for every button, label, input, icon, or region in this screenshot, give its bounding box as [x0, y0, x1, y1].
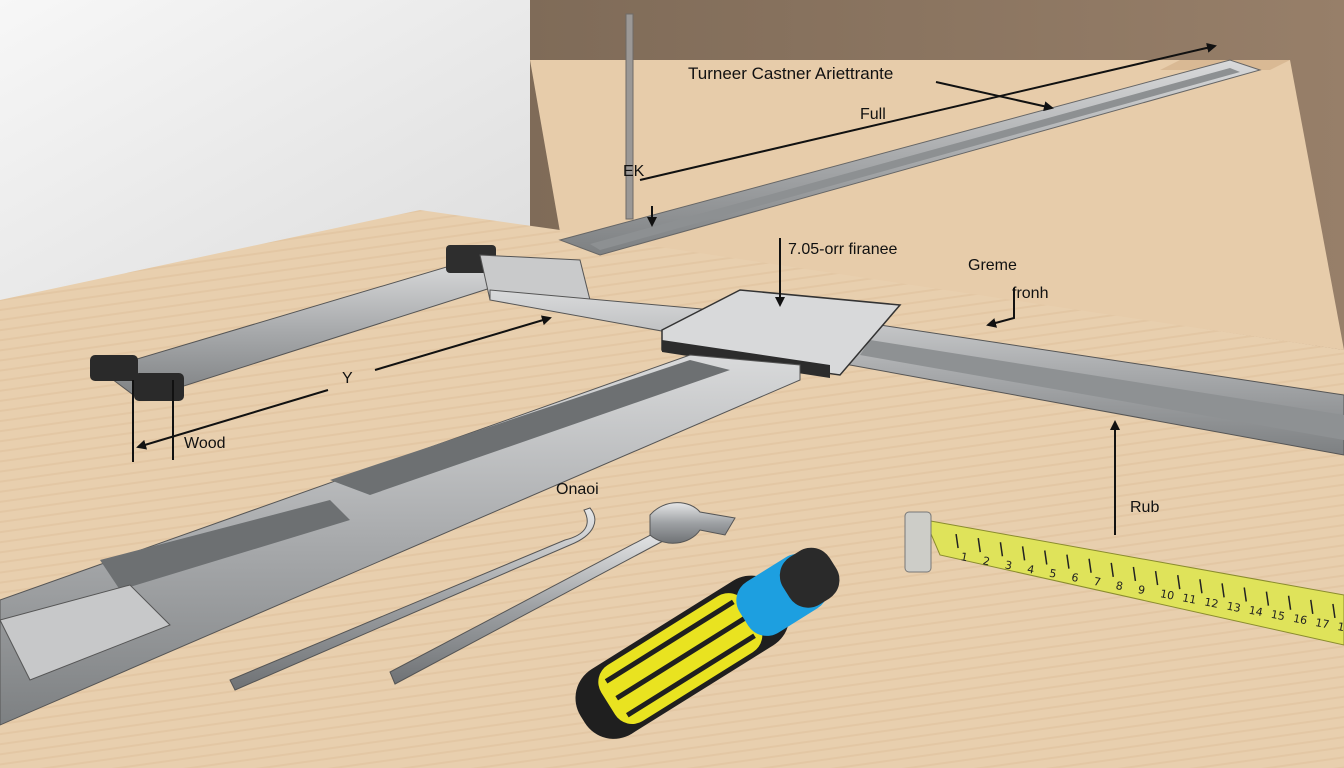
vertical-pole [625, 13, 634, 220]
tape-number: 11 [1181, 591, 1197, 606]
tape-tick [1021, 546, 1026, 561]
diagram-title: Turneer Castner Ariettrante [688, 64, 894, 83]
label-full: Full [860, 106, 886, 123]
tape-number: 9 [1137, 583, 1146, 597]
tape-tick [1265, 591, 1270, 606]
tape-number: 3 [1004, 558, 1013, 572]
tape-number: 6 [1070, 571, 1079, 585]
tape-number: 4 [1026, 563, 1035, 577]
front-rail-channel [330, 360, 730, 495]
wall-floor-edge [530, 60, 1344, 350]
curved-bar-tool [229, 507, 596, 691]
tape-number: 1 [960, 550, 969, 564]
screwdriver [575, 547, 840, 739]
tape-tick [999, 542, 1004, 557]
label-wood: Wood [184, 435, 226, 452]
label-rub: Rub [1130, 499, 1160, 516]
long-rail-groove [590, 68, 1240, 250]
front-rail-bracket [0, 584, 171, 681]
tape-number: 13 [1226, 600, 1242, 615]
tape-tick [1287, 595, 1292, 610]
tape-tick [1066, 554, 1070, 569]
tape-number: 12 [1203, 595, 1219, 610]
tape-tick [1154, 570, 1159, 586]
tape-tick [955, 533, 959, 549]
left-rail-endcap-top [90, 355, 138, 381]
label-dimension: 7.05-orr firanee [788, 241, 898, 258]
front-rail-assembly [0, 354, 801, 726]
wrench-head [649, 502, 736, 544]
label-fronh: fronh [1012, 285, 1049, 302]
label-onaoi: Onaoi [556, 481, 599, 498]
tape-tick [1177, 575, 1181, 590]
tape-number: 5 [1048, 567, 1057, 581]
tape-number: 15 [1270, 608, 1286, 623]
left-rail-endcap-bottom [134, 373, 184, 401]
tape-number: 17 [1314, 616, 1330, 631]
label-y: Y [342, 370, 353, 387]
tape-number: 16 [1292, 612, 1308, 627]
tape-tick [977, 538, 981, 553]
tape-number: 14 [1248, 604, 1264, 619]
tape-tick [1110, 562, 1114, 577]
cross-rail-channel [860, 340, 1344, 440]
tape-number: 18 [1336, 620, 1344, 635]
tape-tick [1132, 566, 1137, 582]
label-greme: Greme [968, 257, 1017, 274]
tape-tick [1310, 599, 1314, 614]
tape-number: 2 [982, 554, 991, 568]
tape-measure [924, 519, 1344, 646]
tape-measure-hook [904, 511, 932, 573]
front-rail-channel-lower [100, 500, 350, 590]
tape-number: 8 [1115, 579, 1124, 593]
tape-number: 10 [1159, 587, 1175, 602]
tape-tick [1088, 558, 1092, 573]
label-ek: EK [623, 163, 645, 180]
tape-number: 7 [1093, 575, 1102, 589]
tape-tick [1332, 603, 1336, 619]
tape-tick [1243, 587, 1247, 602]
tape-tick [1044, 550, 1048, 565]
tape-tick [1221, 583, 1225, 598]
tape-tick [1199, 579, 1203, 594]
leader-lines [132, 42, 1217, 535]
